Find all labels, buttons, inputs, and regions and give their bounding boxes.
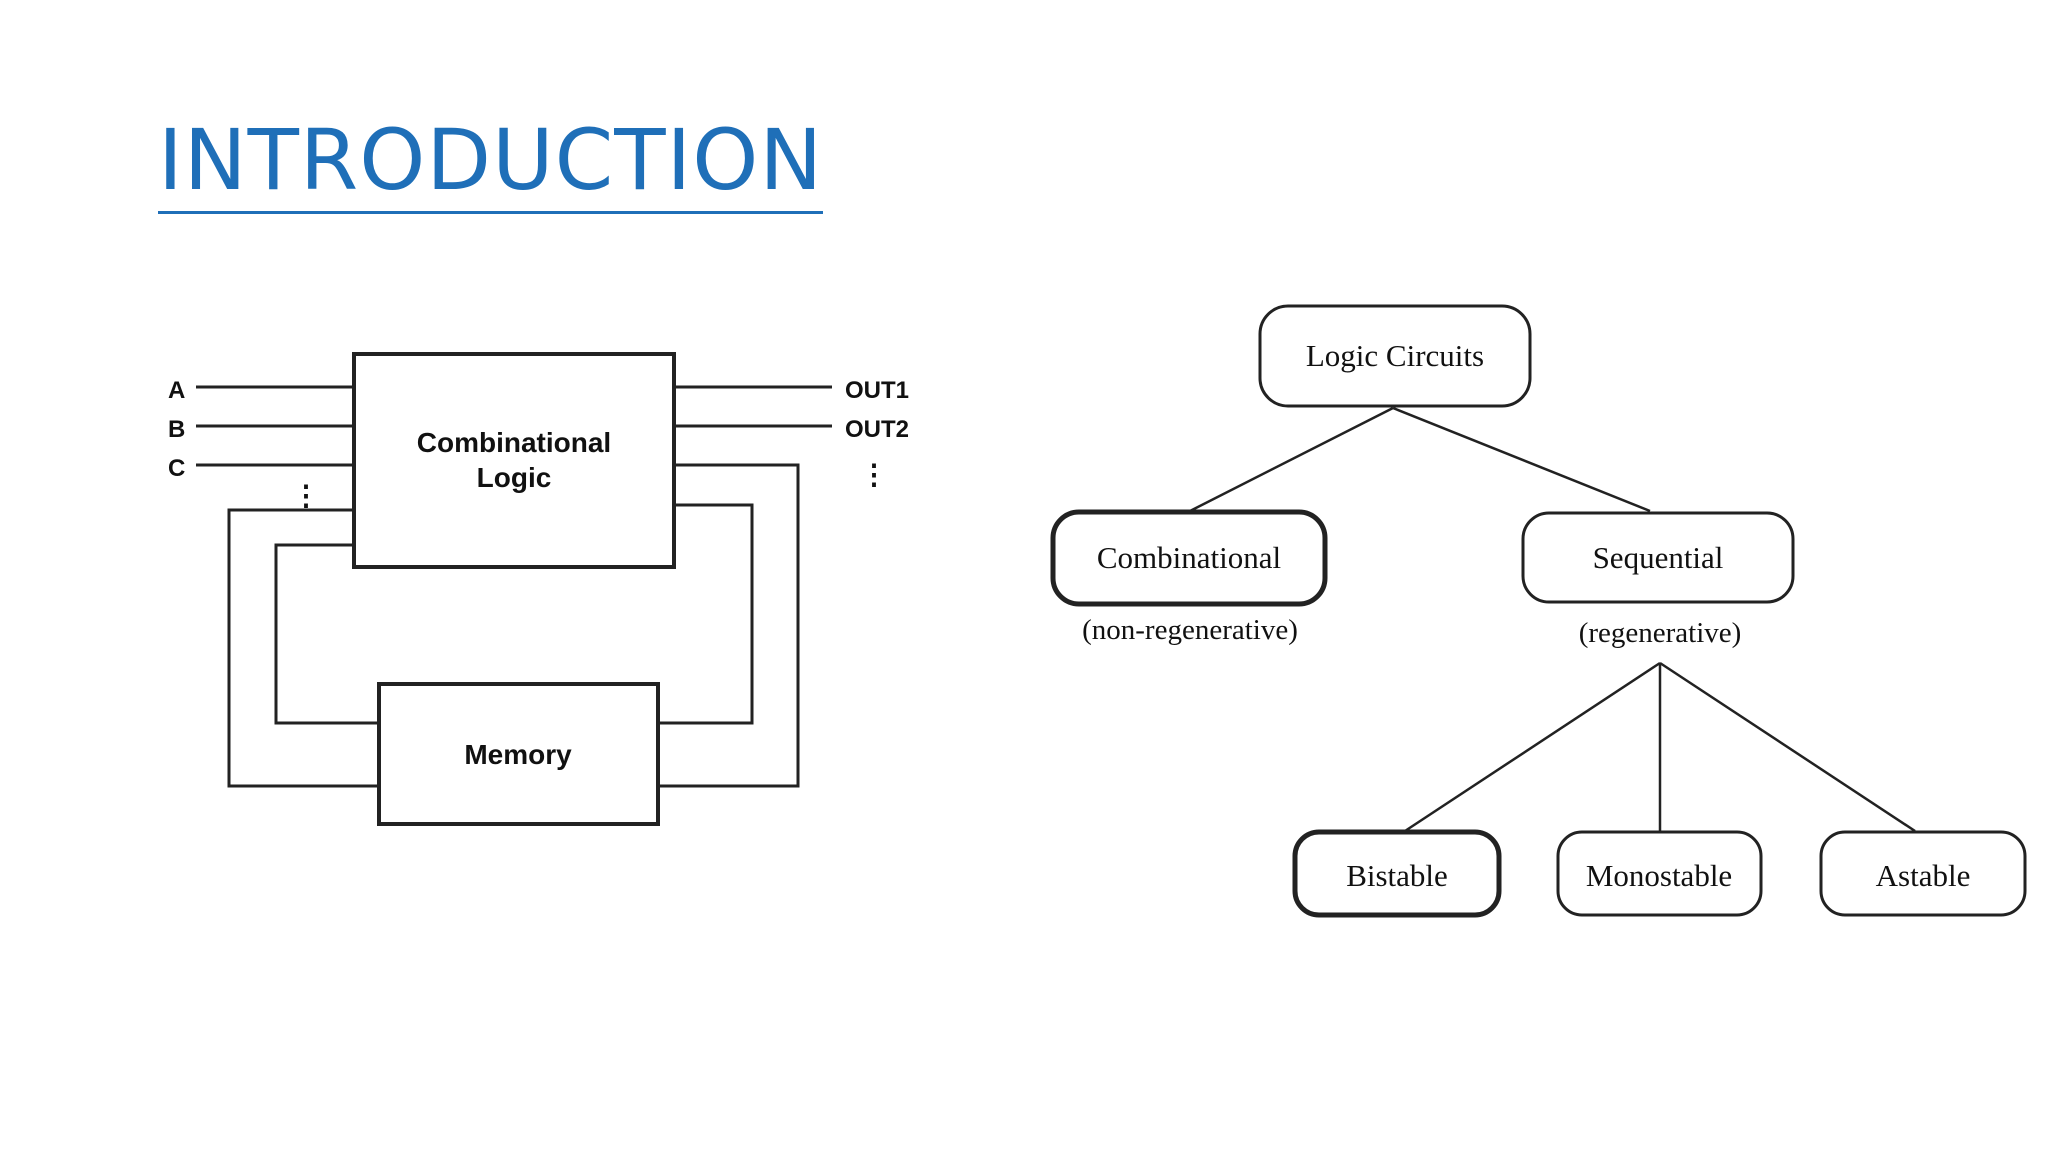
output-label-2: OUT2 <box>845 416 909 443</box>
memory-label: Memory <box>464 739 572 770</box>
node-monostable <box>1556 830 1763 917</box>
combinational-logic-block <box>352 352 676 569</box>
node-monostable-label: Monostable <box>1586 858 1732 893</box>
node-logic-circuits <box>1258 304 1532 408</box>
node-logic-circuits-label: Logic Circuits <box>1306 338 1484 373</box>
node-astable-label: Astable <box>1876 858 1971 893</box>
block-diagram: A B C ⋮ OUT1 OUT2 ⋮ Combinational Logic … <box>168 352 909 826</box>
feedback-inner-right <box>658 503 754 725</box>
output-ellipsis: ⋮ <box>860 459 888 490</box>
feedback-outer-left <box>227 508 379 788</box>
feedback-inner-left <box>274 543 379 725</box>
title-underline <box>158 211 824 214</box>
node-combinational-label: Combinational <box>1097 540 1281 575</box>
edge-sequential-astable <box>1659 661 1916 833</box>
logic-tree: Logic Circuits Combinational (non-regene… <box>1050 304 2027 918</box>
node-combinational <box>1050 509 1328 607</box>
node-bistable-label: Bistable <box>1346 858 1448 893</box>
feedback-outer-right <box>658 463 800 788</box>
combinational-logic-label-2: Logic <box>477 462 552 493</box>
node-sequential <box>1521 511 1795 604</box>
node-sequential-note: (regenerative) <box>1579 617 1742 649</box>
node-bistable <box>1292 829 1502 918</box>
input-ellipsis: ⋮ <box>292 480 320 511</box>
combinational-logic-label-1: Combinational <box>417 427 611 458</box>
input-label-c: C <box>168 455 185 482</box>
edge-root-combinational <box>1189 406 1394 513</box>
input-label-a: A <box>168 377 185 404</box>
edge-sequential-bistable <box>1404 661 1661 833</box>
edge-root-sequential <box>1392 406 1651 513</box>
input-label-b: B <box>168 416 185 443</box>
output-label-1: OUT1 <box>845 377 909 404</box>
slide-title: INTRODUCTION <box>158 111 824 209</box>
node-combinational-note: (non-regenerative) <box>1082 614 1298 646</box>
node-sequential-label: Sequential <box>1593 540 1724 575</box>
node-astable <box>1819 830 2027 917</box>
memory-block <box>377 682 660 826</box>
